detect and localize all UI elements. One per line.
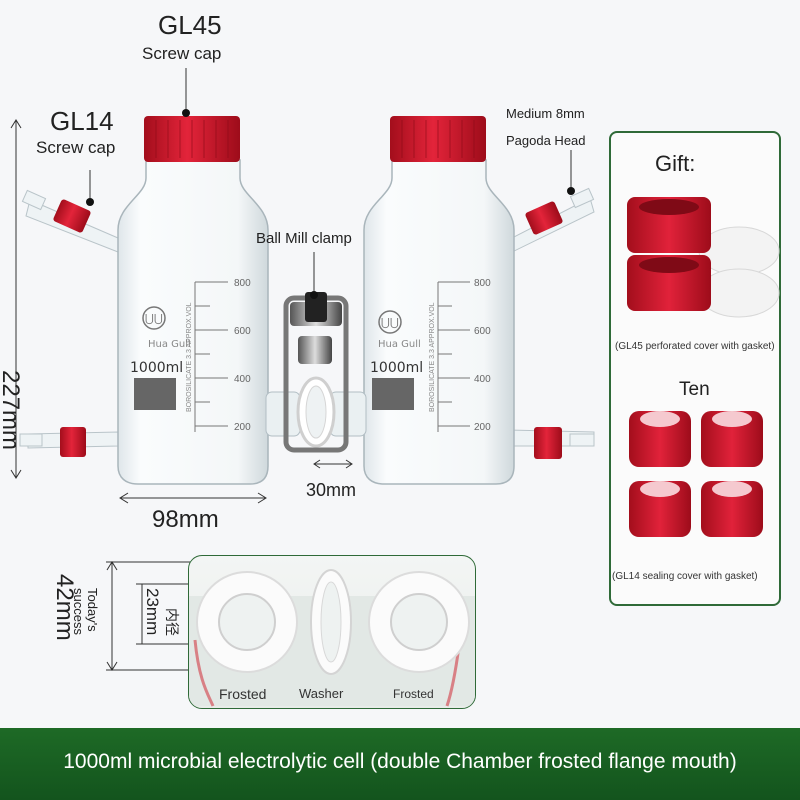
ball-mill-clamp [283,292,349,453]
right-bottle: ⋃⋃ Hua Gull 1000ml 800 600 400 200 BOROS… [329,116,595,485]
svg-text:BOROSILICATE 3.3 APPROX.VOL: BOROSILICATE 3.3 APPROX.VOL [186,302,193,412]
left-grad-600: 600 [234,326,251,337]
gift-items-drawing [627,197,780,537]
flange-detail-drawing [189,569,475,707]
right-lower-gl14-cap [534,427,562,459]
right-upper-gl14-cap [525,201,563,235]
inner-diameter-cn: 内径 [164,608,180,636]
gl14-cap-2 [701,411,763,467]
height-dimension: 227mm [0,370,24,451]
gl14-cap-3 [629,481,691,537]
gl14-gift-caption: (GL14 sealing cover with gasket) [612,571,758,582]
left-volume-text: 1000ml [130,360,183,376]
svg-text:800: 800 [474,278,491,289]
detail-right-label: Frosted [393,687,434,701]
left-grad-800: 800 [234,278,251,289]
today-line2: success [71,588,86,635]
svg-text:400: 400 [474,374,491,385]
pagoda-label-line1: Medium 8mm [506,106,585,121]
left-bottle: ⋃⋃ Hua Gull 1000ml 800 600 400 200 BOROS… [19,116,301,485]
svg-text:⋃⋃: ⋃⋃ [145,312,163,325]
inner-diameter-dimension: 23mm [143,588,162,636]
clamp-label: Ball Mill clamp [256,230,352,247]
gift-panel: Gift: [609,131,781,606]
gl14-sub-label: Screw cap [36,138,116,157]
svg-text:Hua Gull: Hua Gull [378,339,421,350]
svg-text:600: 600 [474,326,491,337]
gift-count: Ten [679,379,710,400]
today-line1: Today's [85,588,100,632]
left-brand-text: Hua Gull [148,339,191,350]
svg-text:⋃⋃: ⋃⋃ [381,316,399,329]
svg-text:BOROSILICATE 3.3 APPROX.VOL: BOROSILICATE 3.3 APPROX.VOL [429,302,436,412]
left-label-patch [134,378,176,410]
gl45-perforated-cap-1 [627,197,711,253]
left-upper-gl14-cap [53,199,91,233]
left-grad-400: 400 [234,374,251,385]
gl45-gift-caption: (GL45 perforated cover with gasket) [615,341,775,352]
gl14-cap-1 [629,411,691,467]
svg-text:1000ml: 1000ml [370,360,423,376]
detail-left-label: Frosted [219,686,267,702]
title-banner: 1000ml microbial electrolytic cell (doub… [0,728,800,800]
gl14-label: GL14 [50,106,114,136]
gl45-sub-label: Screw cap [142,44,222,63]
svg-text:200: 200 [474,422,491,433]
gl45-perforated-cap-2 [627,255,711,311]
dimension-lines [10,68,572,671]
banner-text: 1000ml microbial electrolytic cell (doub… [63,750,737,773]
left-grad-200: 200 [234,422,251,433]
gap-dimension: 30mm [306,480,357,500]
gl45-label: GL45 [158,10,222,40]
left-lower-gl14-cap [60,427,86,457]
detail-center-label: Washer [299,686,344,701]
pagoda-label-line2: Pagoda Head [506,133,586,148]
flange-detail-panel: Frosted Washer Frosted [188,555,476,709]
gift-title: Gift: [655,151,696,176]
width-dimension: 98mm [152,506,219,533]
gl14-cap-4 [701,481,763,537]
